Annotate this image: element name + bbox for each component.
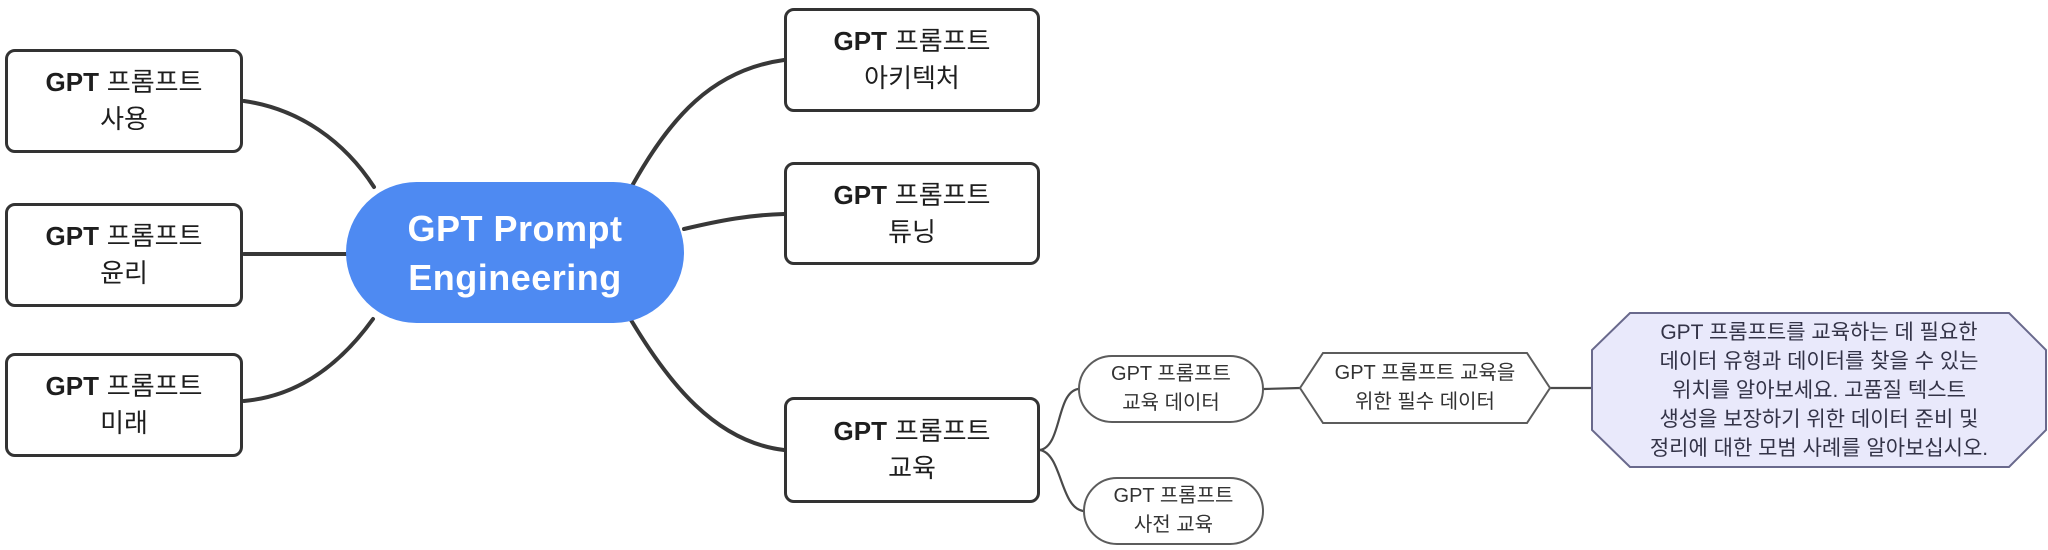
description-line-4: 생성을 보장하기 위한 데이터 준비 및 — [1659, 407, 1979, 431]
node-future-line2: 미래 — [100, 408, 148, 438]
node-description: GPT 프롬프트를 교육하는 데 필요한 데이터 유형과 데이터를 찾을 수 있… — [1592, 313, 2046, 467]
node-training-data-line2: 교육 데이터 — [1122, 392, 1220, 414]
root-line1: GPT Prompt — [407, 207, 623, 249]
root-node: GPT Prompt Engineering — [346, 182, 684, 323]
description-line-1: GPT 프롬프트를 교육하는 데 필요한 — [1660, 320, 1978, 344]
node-required-data-line2: 위한 필수 데이터 — [1355, 391, 1495, 413]
root-line2: Engineering — [408, 256, 622, 298]
description-line-3: 위치를 알아보세요. 고품질 텍스트 — [1672, 378, 1966, 402]
node-training-line2: 교육 — [888, 453, 936, 483]
description-line-2: 데이터 유형과 데이터를 찾을 수 있는 — [1659, 349, 1979, 373]
edge-root-architecture — [630, 58, 786, 188]
node-required-data-line1: GPT 프롬프트 교육을 — [1334, 362, 1516, 384]
edge-usage-root — [242, 99, 376, 189]
node-tuning-line2: 튜닝 — [888, 216, 936, 247]
edge-trainingdata-requireddata — [1262, 386, 1302, 391]
node-pretraining-line1: GPT 프롬프트 — [1113, 485, 1234, 507]
node-training-data: GPT 프롬프트 교육 데이터 — [1078, 355, 1264, 423]
node-usage-line2: 사용 — [100, 104, 148, 134]
edge-root-training — [629, 318, 786, 452]
edge-training-trainingdata — [1038, 387, 1080, 452]
node-architecture-line2: 아키텍처 — [864, 63, 960, 93]
node-training-data-line1: GPT 프롬프트 — [1111, 363, 1231, 385]
node-ethics-line2: 윤리 — [100, 258, 148, 288]
edge-root-tuning — [682, 212, 786, 231]
node-required-data: GPT 프롬프트 교육을 위한 필수 데이터 — [1300, 353, 1550, 423]
edge-training-pretraining — [1038, 448, 1085, 513]
node-pretraining-line2: 사전 교육 — [1133, 514, 1214, 536]
description-octagon — [1591, 312, 2047, 468]
description-line-5: 정리에 대한 모범 사례를 알아보십시오. — [1649, 436, 1989, 460]
required-data-hexagon — [1298, 352, 1552, 424]
edge-future-root — [242, 317, 375, 403]
node-pretraining: GPT 프롬프트 사전 교육 — [1083, 477, 1264, 545]
